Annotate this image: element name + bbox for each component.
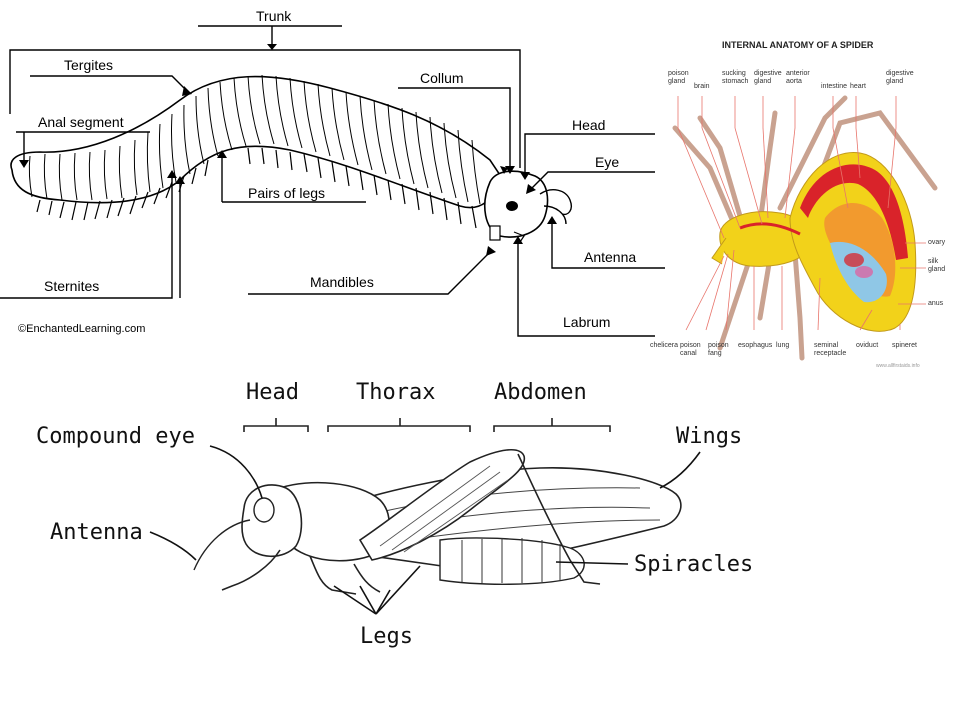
label-poison-fang: poison fang: [708, 342, 729, 357]
label-sternites: Sternites: [44, 278, 100, 294]
label-chelicera: chelicera: [650, 342, 679, 349]
label-spineret: spineret: [892, 342, 917, 349]
label-legs: Legs: [360, 624, 413, 649]
label-tergites: Tergites: [64, 57, 114, 73]
label-antenna: Antenna: [50, 520, 143, 545]
millipede-credit: ©EnchantedLearning.com: [18, 323, 146, 335]
millipede-drawing: [0, 25, 665, 337]
grasshopper-diagram: Head Thorax Abdomen Compound eye Wings A…: [0, 370, 960, 670]
label-seminal-receptacle: seminal receptacle: [814, 342, 847, 357]
label-sucking-stomach: sucking stomach: [722, 70, 749, 85]
millipede-leader-lines: [0, 25, 665, 337]
label-compound-eye: Compound eye: [36, 424, 195, 449]
label-abdomen: Abdomen: [494, 380, 587, 405]
label-wings: Wings: [676, 424, 743, 449]
label-poison-canal: poison canal: [680, 342, 701, 357]
spider-watermark: www.allfirstaids.info: [876, 363, 920, 369]
grasshopper-compound-eye: [253, 497, 275, 523]
grasshopper-hind-leg: [358, 449, 526, 561]
grasshopper-head: [241, 484, 303, 557]
label-pairs-of-legs: Pairs of legs: [248, 185, 326, 201]
label-eye: Eye: [595, 154, 620, 170]
millipede-diagram: Trunk Tergites Collum Anal segment Head …: [0, 0, 665, 345]
spider-pointer-lines: [677, 96, 926, 331]
label-lung: lung: [776, 342, 790, 349]
label-labrum: Labrum: [563, 314, 611, 330]
grasshopper-abdomen: [439, 537, 585, 585]
grasshopper-pointers: [149, 445, 701, 615]
millipede-eye: [506, 201, 518, 211]
label-digestive-gland-2: digestive gland: [886, 70, 914, 85]
grasshopper-drawing: [149, 418, 701, 615]
spider-ovary: [844, 253, 864, 267]
label-oviduct: oviduct: [856, 342, 879, 349]
millipede-arrowheads: [19, 44, 557, 256]
millipede-segments: [28, 74, 481, 205]
label-trunk: Trunk: [256, 8, 292, 24]
spider-drawing: [672, 95, 938, 361]
label-esophagus: esophagus: [738, 342, 773, 349]
spider-diagram: INTERNAL ANATOMY OF A SPIDER poison glan…: [650, 28, 950, 374]
label-ovary: ovary: [928, 239, 946, 246]
label-poison-gland-top: poison gland: [668, 70, 689, 85]
label-digestive-gland-1: digestive gland: [754, 70, 782, 85]
label-silk-gland: silk gland: [928, 258, 946, 273]
label-mandibles: Mandibles: [310, 274, 374, 290]
label-intestine: intestine: [821, 83, 848, 90]
label-anal-segment: Anal segment: [38, 114, 124, 130]
region-brackets: [243, 418, 611, 432]
label-anterior-aorta: anterior aorta: [786, 70, 810, 85]
label-antenna: Antenna: [584, 249, 637, 265]
label-spiracles: Spiracles: [634, 552, 754, 577]
spider-heart: [800, 164, 908, 260]
label-collum: Collum: [420, 70, 464, 86]
spider-title: INTERNAL ANATOMY OF A SPIDER: [722, 40, 874, 50]
label-head: Head: [246, 380, 299, 405]
label-brain: brain: [694, 83, 710, 90]
label-thorax: Thorax: [356, 380, 436, 405]
label-head: Head: [572, 117, 606, 133]
label-heart: heart: [850, 83, 866, 90]
label-anus: anus: [928, 300, 944, 307]
